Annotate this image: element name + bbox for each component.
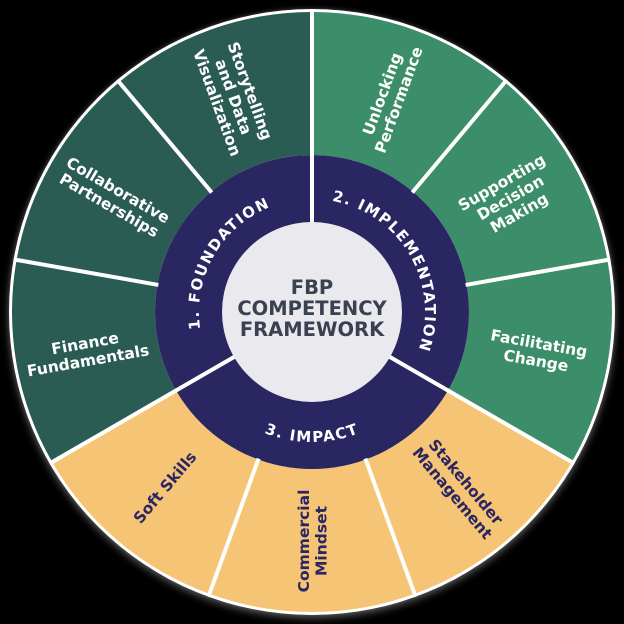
segment-supporting-decision-making xyxy=(412,82,608,285)
segment-divider-line xyxy=(465,257,611,287)
segment-stakeholder-management xyxy=(365,390,572,594)
segment-divider-line xyxy=(115,78,214,194)
ring-divider-line xyxy=(175,354,237,393)
segment-divider-line xyxy=(48,388,178,466)
segment-divider-line xyxy=(363,457,418,598)
segment-soft-skills xyxy=(52,390,259,594)
segment-commercial-mindset xyxy=(209,459,415,612)
segment-facilitating-change xyxy=(447,259,612,462)
segment-label-commercial-mindset: CommercialMindset xyxy=(295,490,331,593)
center-circle xyxy=(222,222,402,402)
segment-collaborative-partnerships xyxy=(16,82,212,285)
segment-unlocking-performance xyxy=(312,12,505,192)
segment-divider-line xyxy=(206,457,261,598)
ring-divider-line xyxy=(387,354,449,393)
segment-divider-line xyxy=(410,78,509,194)
divider-lines xyxy=(13,9,611,598)
segment-finance-fundamentals xyxy=(11,259,177,462)
segment-divider-line xyxy=(446,388,576,466)
segment-divider-line xyxy=(13,257,159,287)
segment-storytelling-and-data-visualization xyxy=(119,11,312,192)
